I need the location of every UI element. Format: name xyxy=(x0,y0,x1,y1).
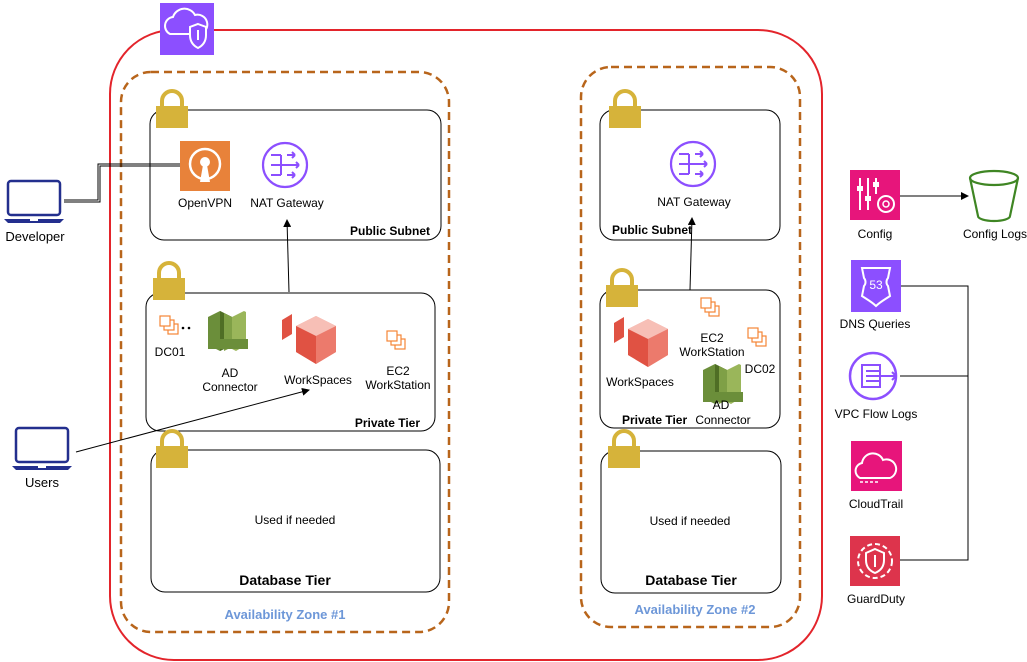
nat-gateway-label: NAT Gateway xyxy=(250,196,324,210)
az1-private-tier xyxy=(145,292,436,432)
route53-badge: 53 xyxy=(869,278,883,292)
ad-connector-label-line2: Connector xyxy=(695,413,751,427)
openvpn-icon xyxy=(180,141,230,191)
guardduty-label: GuardDuty xyxy=(846,592,906,606)
az1-private-tier-title: Private Tier xyxy=(354,416,420,430)
vpc-flow-logs-icon xyxy=(848,351,898,401)
workspaces-label: WorkSpaces xyxy=(606,375,674,389)
az2-label: Availability Zone #2 xyxy=(634,602,756,617)
laptop-icon xyxy=(2,179,66,225)
az2-used-if-needed: Used if needed xyxy=(649,514,731,528)
s3-bucket-icon xyxy=(968,169,1020,223)
az1-public-subnet-title: Public Subnet xyxy=(349,224,430,238)
az1-used-if-needed: Used if needed xyxy=(254,513,336,527)
ad-connector-label-line1: AD xyxy=(712,398,730,412)
ec2-label-line2: WorkStation xyxy=(365,378,431,392)
az1-boundary xyxy=(119,70,451,634)
az2-database-tier-title: Database Tier xyxy=(645,572,737,588)
lock-icon xyxy=(606,429,642,470)
lock-icon xyxy=(154,429,190,470)
cloudtrail-label: CloudTrail xyxy=(848,497,904,511)
config-icon xyxy=(850,170,900,220)
lock-icon xyxy=(154,89,190,130)
dc01-label: DC01 xyxy=(154,345,186,359)
users-label: Users xyxy=(25,475,59,490)
laptop-icon xyxy=(10,426,74,472)
ec2-label-line1: EC2 xyxy=(700,331,724,345)
users-workspaces-arrow xyxy=(75,387,310,453)
dc02-label: DC02 xyxy=(744,362,776,376)
az1-database-tier xyxy=(150,449,441,593)
nat-gateway-label: NAT Gateway xyxy=(657,195,731,209)
ad-connector-icon xyxy=(208,311,248,351)
ad-connector-label-line2: Connector xyxy=(202,380,258,394)
ad-connector-label-line1: AD xyxy=(221,366,239,380)
config-label: Config xyxy=(857,227,893,241)
az1-database-tier-title: Database Tier xyxy=(239,572,331,588)
ec2-label-line2: WorkStation xyxy=(679,345,745,359)
az1-label: Availability Zone #1 xyxy=(224,607,346,622)
workspaces-label: WorkSpaces xyxy=(284,373,352,387)
guardduty-icon xyxy=(850,536,900,586)
dns-queries-label: DNS Queries xyxy=(839,317,911,331)
developer-label: Developer xyxy=(5,229,65,244)
az2-public-subnet xyxy=(599,109,781,241)
az2-public-subnet-title: Public Subnet xyxy=(612,223,693,237)
az2-private-nat-arrow xyxy=(687,217,696,291)
lock-icon xyxy=(604,268,640,309)
ec2-label-line1: EC2 xyxy=(386,364,410,378)
az2-boundary xyxy=(579,65,802,629)
az2-private-tier-title: Private Tier xyxy=(622,413,688,427)
developer-openvpn-line xyxy=(64,163,180,201)
az2-database-tier xyxy=(600,450,782,594)
openvpn-label: OpenVPN xyxy=(177,196,233,210)
lock-icon xyxy=(607,89,643,130)
az2-private-tier xyxy=(599,289,781,429)
cloudtrail-icon xyxy=(851,441,902,491)
region-boundary xyxy=(109,29,823,661)
az1-workspaces-nat-arrow xyxy=(283,219,292,293)
vpc-flow-logs-label: VPC Flow Logs xyxy=(834,407,918,421)
vpc-shield-icon xyxy=(160,3,214,55)
lock-icon xyxy=(151,261,187,302)
config-logs-label: Config Logs xyxy=(962,227,1027,241)
guardduty-sources-line xyxy=(900,285,969,561)
route53-icon xyxy=(851,260,901,312)
